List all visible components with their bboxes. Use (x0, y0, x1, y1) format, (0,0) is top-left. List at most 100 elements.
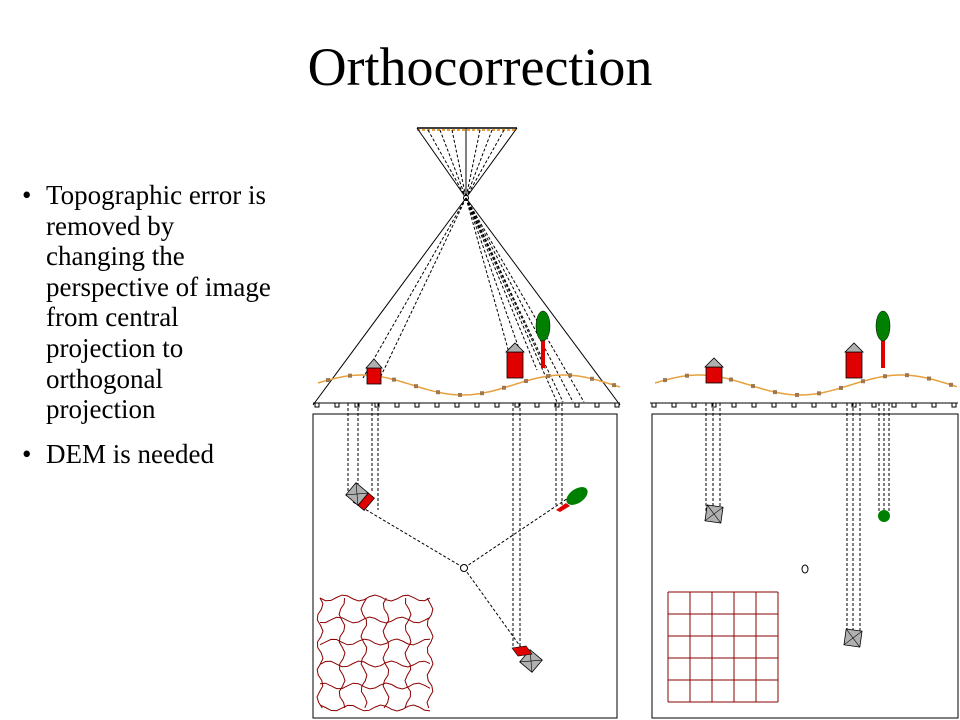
datum-tick (514, 402, 520, 408)
image-building (704, 504, 724, 524)
grid-line-vertical (338, 597, 346, 709)
grid-line-horizontal (319, 704, 431, 712)
orthogonal-projection-panel (650, 310, 959, 719)
datum-tick (651, 402, 657, 408)
roof-diagonal (345, 492, 369, 496)
datum-tick (691, 402, 697, 408)
terrain-height-marker (905, 373, 909, 378)
film-ray (465, 129, 481, 199)
terrain-height-marker (502, 385, 506, 390)
datum-tick (811, 402, 817, 408)
terrain-height-marker (927, 376, 931, 381)
image-building-wall (511, 645, 533, 657)
datum-tick (951, 402, 957, 408)
bullet-text-1: Topographic error is removed by changing… (46, 180, 271, 425)
ray-to-feature (465, 197, 512, 361)
terrain-height-marker (568, 373, 572, 378)
terrain-height-marker (685, 373, 689, 378)
grid-line-horizontal (319, 638, 431, 646)
film-ray (427, 129, 467, 199)
datum-tick (354, 402, 360, 408)
building (366, 367, 382, 385)
datum-tick (554, 402, 560, 408)
terrain-height-marker (817, 391, 821, 396)
datum-tick (911, 402, 917, 408)
building (845, 351, 863, 379)
ray-to-feature (379, 197, 467, 379)
bullet-text-2: DEM is needed (46, 438, 214, 469)
ray-to-feature (465, 197, 574, 403)
building-roof (365, 358, 383, 369)
datum-tick (414, 402, 420, 408)
nadir-point (801, 564, 809, 574)
central-projection-image-frame (312, 413, 618, 719)
datum-tick (891, 402, 897, 408)
datum-tick (314, 402, 320, 408)
field-of-view-left (312, 197, 467, 406)
building-roof (704, 357, 724, 368)
film-ray (439, 129, 467, 199)
terrain-height-marker (883, 374, 887, 379)
building-roof (844, 342, 864, 353)
datum-tick (474, 402, 480, 408)
datum-tick (494, 402, 500, 408)
film-ray (465, 129, 505, 199)
datum-tick (751, 402, 757, 408)
grid-line-vertical (316, 597, 324, 709)
ray-to-feature (362, 197, 467, 379)
terrain-height-marker (949, 382, 953, 387)
grid-line-vertical (404, 597, 412, 709)
datum-tick (334, 402, 340, 408)
terrain-height-marker (773, 390, 777, 395)
terrain-height-marker (326, 378, 330, 383)
datum-tick (394, 402, 400, 408)
terrain-height-marker (524, 379, 528, 384)
datum-tick (791, 402, 797, 408)
ray-to-feature (465, 197, 585, 403)
camera-cone-left (416, 127, 467, 199)
tree-trunk (881, 338, 885, 368)
ray-to-feature (465, 197, 524, 361)
grid-line-horizontal (319, 594, 431, 602)
datum-tick (374, 402, 380, 408)
grid-line-vertical (382, 597, 390, 709)
datum-tick (711, 402, 717, 408)
terrain-height-marker (663, 378, 667, 383)
displacement-ray (463, 567, 531, 661)
terrain-height-marker (590, 376, 594, 381)
datum-tick (454, 402, 460, 408)
nadir-point (460, 564, 468, 572)
image-building (345, 482, 375, 511)
terrain-height-marker (751, 384, 755, 389)
terrain-height-marker (458, 392, 462, 397)
central-projection-panel (312, 310, 621, 719)
terrain-height-marker (612, 383, 616, 388)
terrain-height-marker (729, 377, 733, 382)
image-tree-trunk (556, 503, 570, 512)
building-roof (505, 342, 525, 353)
grid-line-horizontal (319, 682, 431, 690)
grid-line-horizontal (319, 660, 431, 668)
datum-tick (931, 402, 937, 408)
film-ray (465, 129, 493, 199)
bullet-item-2: DEM is needed (22, 439, 272, 470)
terrain-height-marker (414, 384, 418, 389)
terrain-profile (654, 374, 958, 396)
datum-tick (671, 402, 677, 408)
terrain-height-marker (392, 377, 396, 382)
datum-tick (771, 402, 777, 408)
image-tree-crown (566, 487, 588, 505)
terrain-height-marker (480, 391, 484, 396)
ray-to-feature (465, 197, 564, 403)
film-ray (451, 129, 467, 199)
displacement-ray (463, 487, 584, 569)
terrain-height-marker (861, 379, 865, 384)
roof-diagonal (843, 630, 863, 646)
image-tree-crown (878, 510, 890, 522)
displacement-ray (352, 501, 465, 569)
roof-diagonal (519, 659, 543, 663)
tree-crown (875, 310, 891, 342)
camera-cone-right (465, 127, 518, 199)
orthogonal-projection-image-frame (651, 413, 959, 719)
